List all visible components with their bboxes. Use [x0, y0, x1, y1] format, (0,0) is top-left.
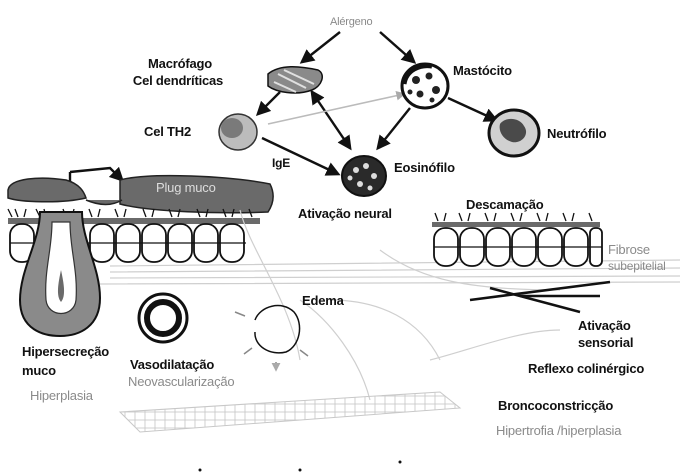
- label-descamacao: Descamação: [466, 197, 544, 212]
- label-cel-dendriticas: Cel dendríticas: [116, 73, 240, 88]
- fibrosis-fibers: [470, 282, 610, 312]
- label-vasodilatacao: Vasodilatação: [130, 357, 214, 372]
- label-mastocito: Mastócito: [453, 63, 512, 78]
- mastocyte-cell: [402, 64, 448, 108]
- left-epithelium: [8, 209, 260, 336]
- bottom-dots: [199, 461, 402, 472]
- eosinophil-cell: [342, 156, 386, 196]
- mucus-plug: [8, 176, 273, 213]
- label-sensorial: sensorial: [578, 335, 633, 350]
- arrow-macrophage-th2: [258, 92, 280, 114]
- arrow-mastocyte-neutrophil: [448, 98, 496, 120]
- label-reflexo-colinergico: Reflexo colinérgico: [528, 361, 644, 376]
- label-ige: IgE: [272, 156, 290, 171]
- label-plug-muco: Plug muco: [156, 180, 216, 195]
- arrow-macrophage-eosinophil: [312, 92, 350, 148]
- arrow-mastocyte-eosinophil: [378, 108, 410, 148]
- label-ativacao-neural: Ativação neural: [298, 206, 392, 221]
- label-ativacao: Ativação: [578, 318, 631, 333]
- right-epithelium: [432, 213, 602, 266]
- label-subepitelial: subepitelial: [608, 259, 666, 274]
- smooth-muscle-mesh: [120, 392, 460, 432]
- label-fibrose: Fibrose: [608, 242, 650, 257]
- neutrophil-cell: [489, 110, 539, 156]
- arrow-th2-mastocyte: [268, 94, 404, 124]
- label-neutrofilo: Neutrófilo: [547, 126, 606, 141]
- label-alergeno: Alérgeno: [330, 15, 372, 30]
- arrow-plug-loop: [70, 168, 122, 180]
- label-eosinofilo: Eosinófilo: [394, 160, 455, 175]
- edema-vessel: [235, 306, 308, 370]
- arrow-allergen-mastocyte: [380, 32, 414, 62]
- label-hipersecrecao: Hipersecreção: [22, 344, 109, 359]
- macrophage-cell: [268, 67, 322, 93]
- blood-vessel: [139, 294, 187, 342]
- th2-cell: [219, 114, 257, 150]
- label-neovascularizacao: Neovascularização: [128, 374, 234, 389]
- label-cel-th2: Cel TH2: [144, 124, 191, 139]
- arrow-allergen-macrophage: [302, 32, 340, 62]
- label-edema: Edema: [302, 293, 344, 308]
- label-macrofago: Macrófago: [120, 56, 240, 71]
- label-hiperplasia: Hiperplasia: [30, 388, 93, 403]
- label-muco: muco: [22, 363, 56, 378]
- label-broncoconstriccao: Broncoconstricção: [498, 398, 613, 413]
- label-hipertrofia-hiperplasia: Hipertrofia /hiperplasia: [496, 423, 621, 438]
